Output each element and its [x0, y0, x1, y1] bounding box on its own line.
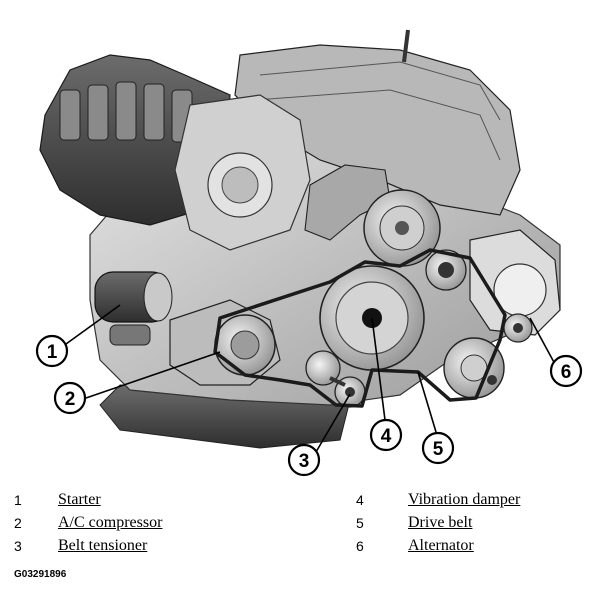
callout-3: 3: [287, 443, 321, 477]
legend-label-alternator[interactable]: Alternator: [408, 537, 474, 554]
ac-compressor: [169, 299, 281, 386]
callout-6: 6: [549, 354, 583, 388]
legend-label-belt-tensioner[interactable]: Belt tensioner: [58, 537, 148, 554]
callout-3-number: 3: [299, 451, 310, 472]
engine-drive-belt-diagram: 1 2 3 4 5 6: [35, 29, 583, 477]
legend-label-ac-compressor[interactable]: A/C compressor: [58, 514, 163, 531]
legend-label-vibration-damper[interactable]: Vibration damper: [408, 491, 521, 508]
callout-2-number: 2: [65, 389, 76, 410]
callout-5: 5: [421, 431, 455, 465]
callout-4: 4: [369, 418, 403, 452]
legend-number-3: 3: [14, 538, 22, 554]
lower-pulley: [443, 337, 505, 399]
water-pump-pulley: [363, 189, 441, 267]
legend-number-1: 1: [14, 492, 22, 508]
legend: 1 Starter 2 A/C compressor 3 Belt tensio…: [0, 488, 600, 568]
callout-1: 1: [35, 334, 69, 368]
legend-number-5: 5: [356, 515, 364, 531]
alternator: [469, 229, 561, 343]
callout-1-number: 1: [47, 342, 58, 363]
engine-illustration: [39, 29, 561, 449]
legend-number-4: 4: [356, 492, 364, 508]
legend-label-drive-belt[interactable]: Drive belt: [408, 514, 473, 531]
callout-2: 2: [53, 381, 87, 415]
legend-label-starter[interactable]: Starter: [58, 491, 101, 508]
belt-tensioner: [305, 350, 366, 408]
callout-6-number: 6: [561, 362, 572, 383]
leader-lines: [65, 304, 557, 453]
legend-number-6: 6: [356, 538, 364, 554]
callout-4-number: 4: [381, 426, 392, 447]
idler-pulley: [425, 249, 467, 291]
drive-belt: [213, 248, 507, 408]
legend-number-2: 2: [14, 515, 22, 531]
figure-id: G03291896: [14, 569, 67, 580]
dipstick: [402, 29, 410, 63]
callout-5-number: 5: [433, 439, 444, 460]
